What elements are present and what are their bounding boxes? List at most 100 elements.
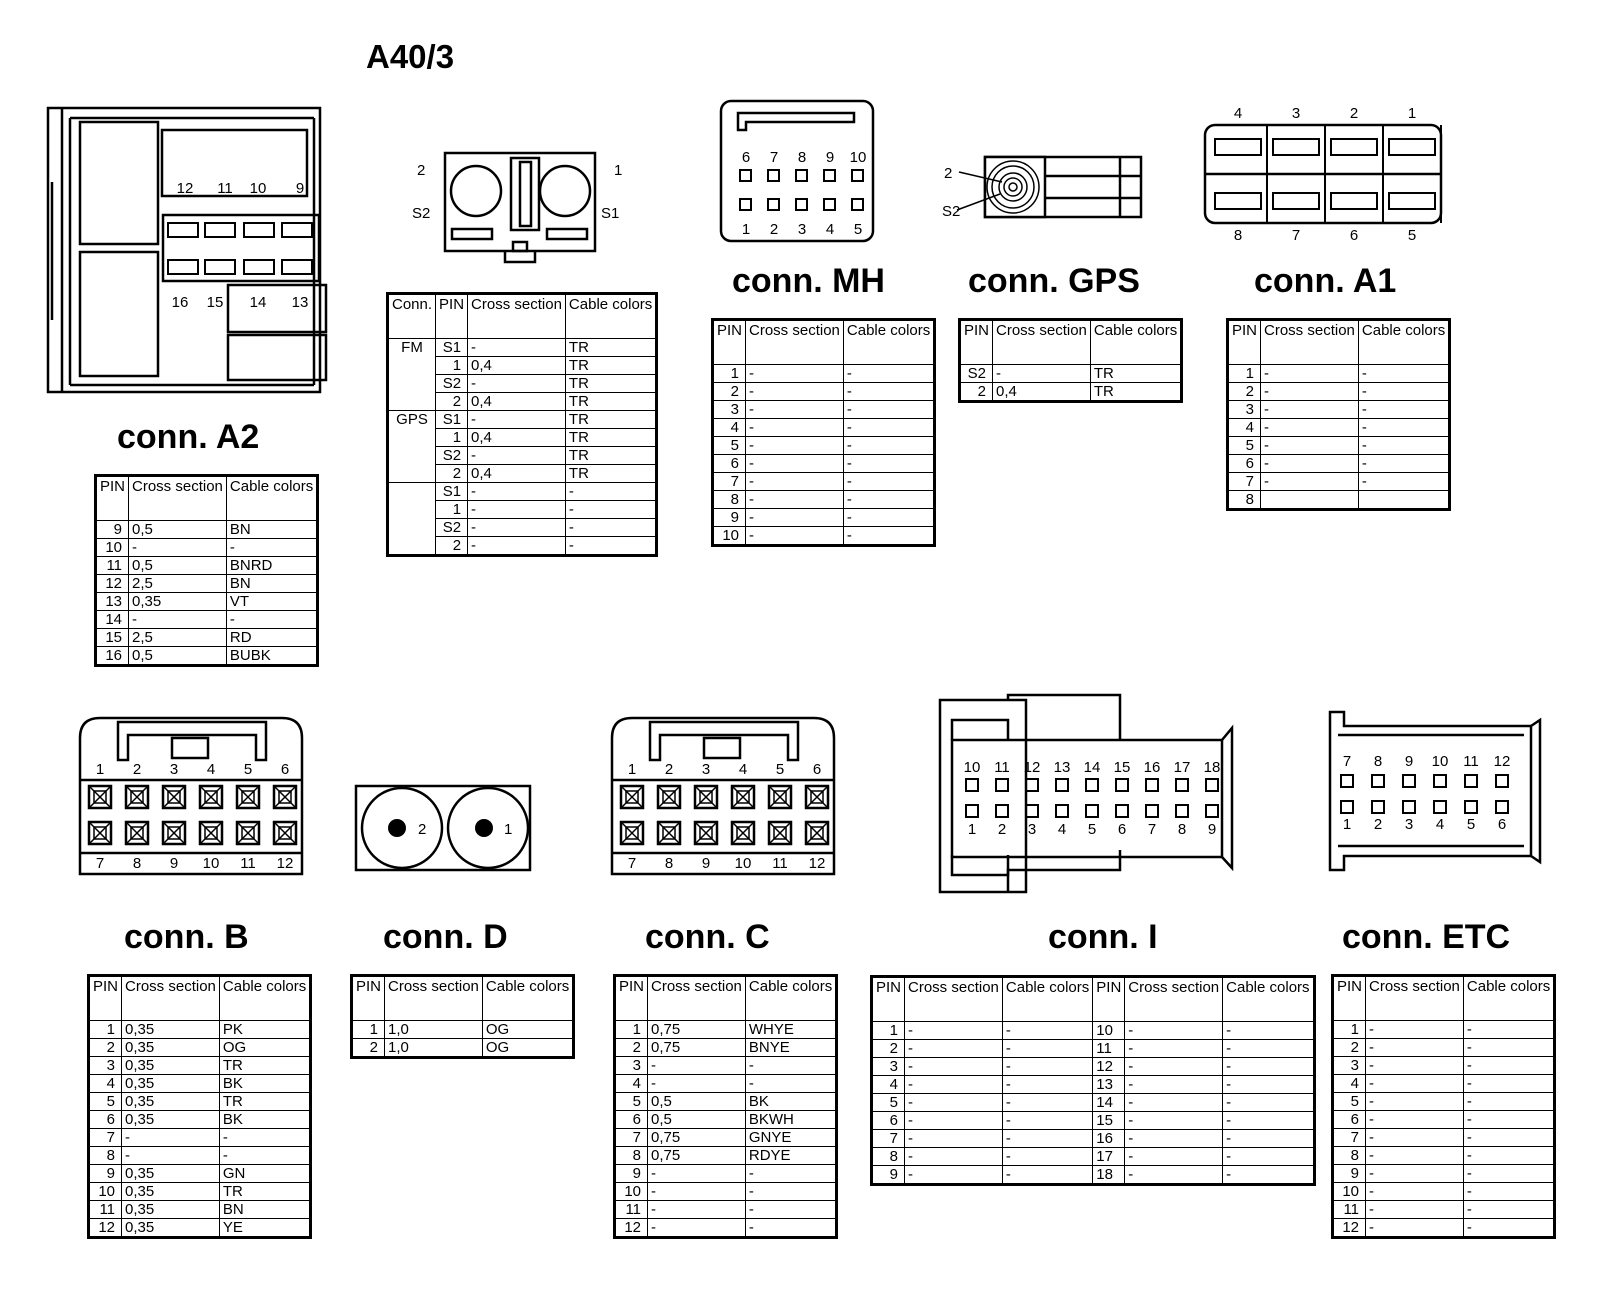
header-pin: PIN [711, 319, 747, 365]
pin-socket [965, 778, 979, 792]
pin-cell: 1 [1331, 1020, 1367, 1039]
conn-i-title: conn. I [1048, 918, 1158, 956]
table-row: 1-- [1331, 1020, 1556, 1039]
cable-color-cell: - [218, 1146, 312, 1165]
table-row: 3-- [1331, 1056, 1556, 1075]
cable-color-cell: BUBK [225, 646, 319, 666]
pin-socket [272, 784, 298, 810]
table-row: 2--11-- [870, 1039, 1315, 1058]
pin-socket [767, 784, 793, 810]
header-cable-colors: Cable colors [842, 319, 936, 365]
cable-color-cell: - [1001, 1111, 1094, 1130]
table-row: 11-- [1331, 1200, 1556, 1219]
cross-section-cell: 1,0 [384, 1038, 483, 1058]
pin-socket [773, 790, 787, 804]
cable-color-cell: - [1357, 382, 1451, 401]
pin-socket [1055, 778, 1069, 792]
cross-section-cell: 0,75 [647, 1146, 746, 1165]
table-row: 11-- [613, 1200, 838, 1219]
cable-color-cell: - [1001, 1057, 1094, 1076]
pin-socket [1433, 774, 1447, 788]
header-cable-colors: Cable colors [1001, 976, 1094, 1022]
i-pin-label: 14 [1084, 759, 1101, 776]
cross-section-cell: 0,5 [647, 1110, 746, 1129]
cross-section-cell: - [467, 410, 566, 429]
cross-section-cell: 0,4 [467, 428, 566, 447]
cross-section-cell: - [904, 1021, 1003, 1040]
cross-section-cell: - [467, 338, 566, 357]
table-row: 3-- [711, 400, 936, 419]
pin-socket [161, 784, 187, 810]
cable-color-cell: - [1357, 418, 1451, 437]
i-pin-label: 8 [1178, 821, 1186, 838]
pin-socket [130, 826, 144, 840]
cable-color-cell: - [1222, 1039, 1315, 1058]
pin-cell: 1 [87, 1020, 123, 1039]
pin-socket [124, 820, 150, 846]
i-pin-label: 16 [1144, 759, 1161, 776]
pin-socket [198, 784, 224, 810]
gps-label-s2: S2 [942, 203, 960, 220]
table-row: 7--16-- [870, 1129, 1315, 1148]
pin-cell: 2 [613, 1038, 649, 1057]
cable-color-cell: - [564, 482, 658, 501]
etc-pin-label: 3 [1405, 816, 1413, 833]
header-cross-section: Cross section [384, 975, 483, 1021]
cable-color-cell: TR [564, 428, 658, 447]
pin-socket [1340, 800, 1354, 814]
a2-pin-label: 10 [250, 180, 267, 197]
table-row: 4--13-- [870, 1075, 1315, 1094]
pin-cell: 15 [1092, 1111, 1126, 1130]
pin-socket [235, 784, 261, 810]
cable-color-cell: - [564, 536, 658, 556]
cable-color-cell: - [1001, 1039, 1094, 1058]
cable-color-cell: - [842, 364, 936, 383]
cable-color-cell: - [1357, 436, 1451, 455]
pin-cell: 8 [1331, 1146, 1367, 1165]
c-pin-label: 9 [702, 855, 710, 872]
cable-color-cell: - [1462, 1164, 1556, 1183]
pin-socket [995, 804, 1009, 818]
i-pin-label: 18 [1204, 759, 1221, 776]
table-row: 7-- [87, 1128, 312, 1147]
cable-color-cell: GNYE [744, 1128, 838, 1147]
cable-color-cell: - [1462, 1038, 1556, 1057]
cross-section-cell: - [904, 1039, 1003, 1058]
pin-socket [1340, 774, 1354, 788]
pin-cell: 1 [350, 1020, 386, 1039]
cable-color-cell: - [225, 538, 319, 557]
pin-socket [272, 820, 298, 846]
pin-cell: S1 [435, 410, 469, 429]
table-row: 2-- [1331, 1038, 1556, 1057]
c-pin-label: 11 [772, 855, 788, 872]
header-cable-colors: Cable colors [218, 975, 312, 1021]
header-pin: PIN [1331, 975, 1367, 1021]
header-cross-section: Cross section [1124, 976, 1224, 1022]
pin-cell: 9 [613, 1164, 649, 1183]
pin-socket [995, 778, 1009, 792]
pin-cell: 14 [94, 610, 130, 629]
pin-socket [1115, 804, 1129, 818]
pin-cell: 7 [87, 1128, 123, 1147]
cable-color-cell: TR [564, 464, 658, 483]
b-pin-label: 11 [240, 855, 256, 872]
cable-color-cell: TR [564, 356, 658, 375]
pin-cell: 6 [613, 1110, 649, 1129]
cross-section-cell: - [745, 472, 844, 491]
pin-cell: 11 [1092, 1039, 1126, 1058]
cross-section-cell: 0,35 [121, 1092, 220, 1111]
pin-cell: 5 [1226, 436, 1262, 455]
cross-section-cell: 2,5 [128, 628, 227, 647]
conn-b-title: conn. B [124, 918, 249, 956]
cross-section-cell: - [1260, 418, 1359, 437]
header-cross-section: Cross section [121, 975, 220, 1021]
conn-group-cell [386, 482, 437, 556]
cross-section-cell: 0,35 [121, 1110, 220, 1129]
pin-cell: 2 [435, 464, 469, 483]
